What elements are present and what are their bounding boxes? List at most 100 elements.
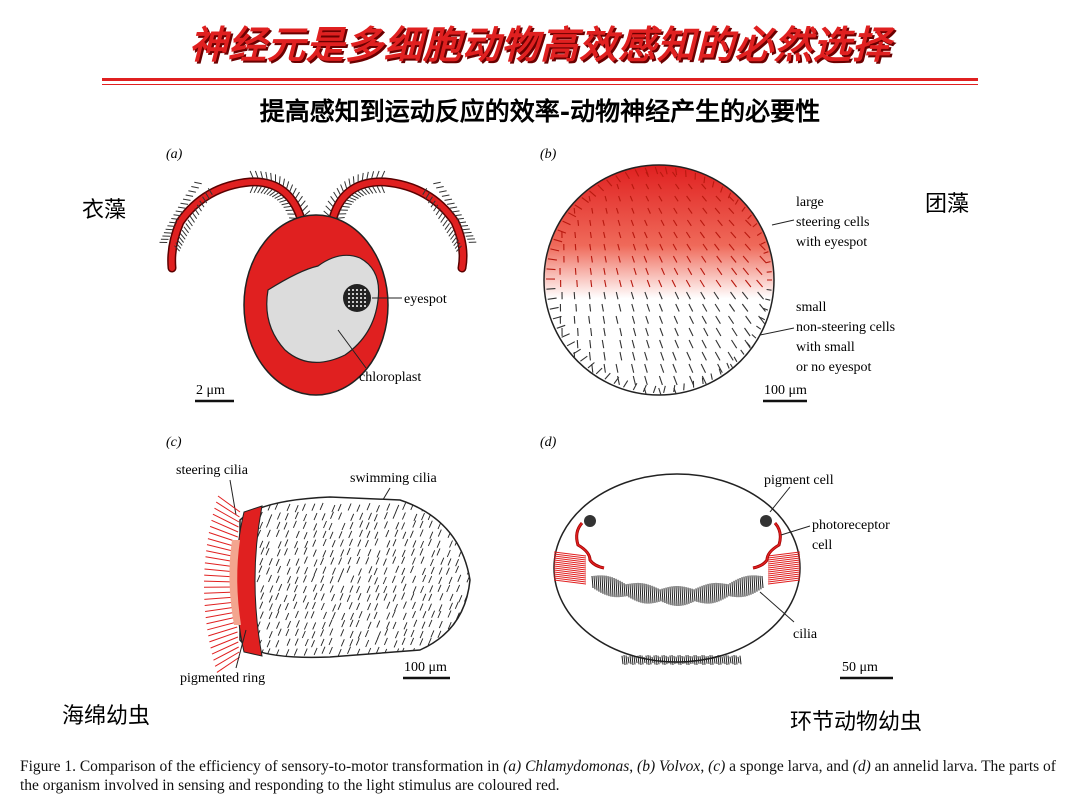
cilium-stroke xyxy=(194,181,202,185)
cilium-stroke xyxy=(366,503,371,511)
cilium-stroke xyxy=(701,377,704,385)
cilium-stroke xyxy=(329,585,334,593)
cilium-stroke xyxy=(651,656,654,664)
cilium-stroke xyxy=(366,594,371,602)
cilium-stroke xyxy=(454,214,462,217)
cilium-stroke xyxy=(359,529,363,537)
cilium-stroke xyxy=(630,291,635,300)
cilium-stroke xyxy=(731,267,738,276)
cilium-stroke xyxy=(364,539,369,548)
photoreceptor-right-inner xyxy=(752,522,782,569)
cilium-stroke xyxy=(644,219,648,227)
cilium-stroke xyxy=(304,567,309,575)
cilium-stroke xyxy=(356,548,361,557)
caption-tag-d: (d) xyxy=(852,758,871,775)
cilium-stroke xyxy=(404,539,409,547)
cilium-stroke xyxy=(431,503,436,511)
cilium-stroke xyxy=(439,593,444,601)
cilium-stroke xyxy=(303,547,308,555)
cilium-stroke xyxy=(631,363,635,373)
cilium-stroke xyxy=(329,531,334,539)
cilium-stroke xyxy=(447,202,455,205)
cilium-stroke xyxy=(726,362,730,369)
cilium-stroke xyxy=(373,611,378,620)
cilium-stroke xyxy=(392,585,397,593)
cilium-stroke xyxy=(767,555,801,561)
cilium-stroke xyxy=(603,291,606,300)
cilium-stroke xyxy=(356,504,361,512)
cilium-stroke xyxy=(266,640,271,648)
cilium-stroke xyxy=(737,656,740,664)
cilium-stroke xyxy=(645,327,649,337)
cilium-stroke xyxy=(658,315,664,324)
cilium-stroke xyxy=(457,647,461,656)
cilium-stroke xyxy=(604,195,608,202)
cilium-stroke xyxy=(356,556,361,565)
cilium-stroke xyxy=(394,529,399,537)
cilium-stroke xyxy=(412,586,417,594)
cilium-stroke xyxy=(182,198,191,201)
cilium-stroke xyxy=(573,348,581,355)
cilium-stroke xyxy=(591,207,594,214)
cilium-stroke xyxy=(341,522,346,531)
cilium-stroke xyxy=(623,654,626,666)
cilium-stroke xyxy=(604,279,607,288)
cilium-stroke xyxy=(446,584,451,593)
cilium-stroke xyxy=(357,593,362,601)
cilium-stroke xyxy=(302,205,309,212)
cilium-stroke xyxy=(624,171,630,180)
cilium-stroke xyxy=(292,520,297,528)
pigment-cell-label: pigment cell xyxy=(764,473,834,488)
cilium-stroke xyxy=(265,548,270,556)
small-label-1: small xyxy=(796,300,826,315)
cilium-stroke xyxy=(731,581,734,597)
eyespot-texture xyxy=(348,289,366,307)
cilium-stroke xyxy=(577,255,579,263)
cilium-stroke xyxy=(302,575,307,583)
cilium-stroke xyxy=(275,529,280,537)
cilium-stroke xyxy=(661,588,664,603)
cilium-stroke xyxy=(312,584,317,592)
cilium-stroke xyxy=(725,583,728,598)
cilium-stroke xyxy=(767,575,801,581)
bottom-cilia xyxy=(621,654,742,666)
cilium-stroke xyxy=(373,514,378,522)
cilium-stroke xyxy=(289,184,294,192)
large-label-3: with eyespot xyxy=(796,235,867,250)
caption-tag-c: (c) xyxy=(708,758,726,775)
cilium-stroke xyxy=(372,186,377,194)
cilium-stroke xyxy=(395,522,400,530)
cilium-stroke xyxy=(376,550,381,558)
cilium-stroke xyxy=(356,585,360,594)
cilium-stroke xyxy=(421,567,426,576)
cilium-stroke xyxy=(593,575,596,590)
cilium-stroke xyxy=(373,567,378,576)
cilium-stroke xyxy=(287,576,292,584)
cilium-stroke xyxy=(323,520,327,529)
cilium-stroke xyxy=(338,531,343,539)
cilium-stroke xyxy=(605,207,608,214)
title-rule-thick xyxy=(102,78,978,81)
cilium-stroke xyxy=(647,584,650,604)
cilium-stroke xyxy=(697,587,700,603)
cilium-stroke xyxy=(577,219,580,226)
cilium-stroke xyxy=(671,654,674,666)
eyespot-dot xyxy=(364,297,366,299)
cilium-stroke xyxy=(719,583,722,601)
cilium-stroke xyxy=(206,616,237,625)
cilium-stroke xyxy=(644,363,648,373)
cilium-stroke xyxy=(207,621,238,631)
cilium-stroke xyxy=(756,279,764,288)
cilium-stroke xyxy=(728,315,735,325)
cilium-stroke xyxy=(672,243,677,251)
cilium-stroke xyxy=(210,636,239,649)
cilium-stroke xyxy=(204,192,210,200)
cilium-stroke xyxy=(401,576,405,584)
cilium-stroke xyxy=(643,255,648,263)
cilium-stroke xyxy=(673,375,678,386)
cilium-stroke xyxy=(553,569,587,575)
eyespot-dot xyxy=(348,297,350,299)
cilium-stroke xyxy=(386,548,391,556)
cilium-stroke xyxy=(448,649,453,657)
pigmented-ring-inner xyxy=(229,540,241,625)
